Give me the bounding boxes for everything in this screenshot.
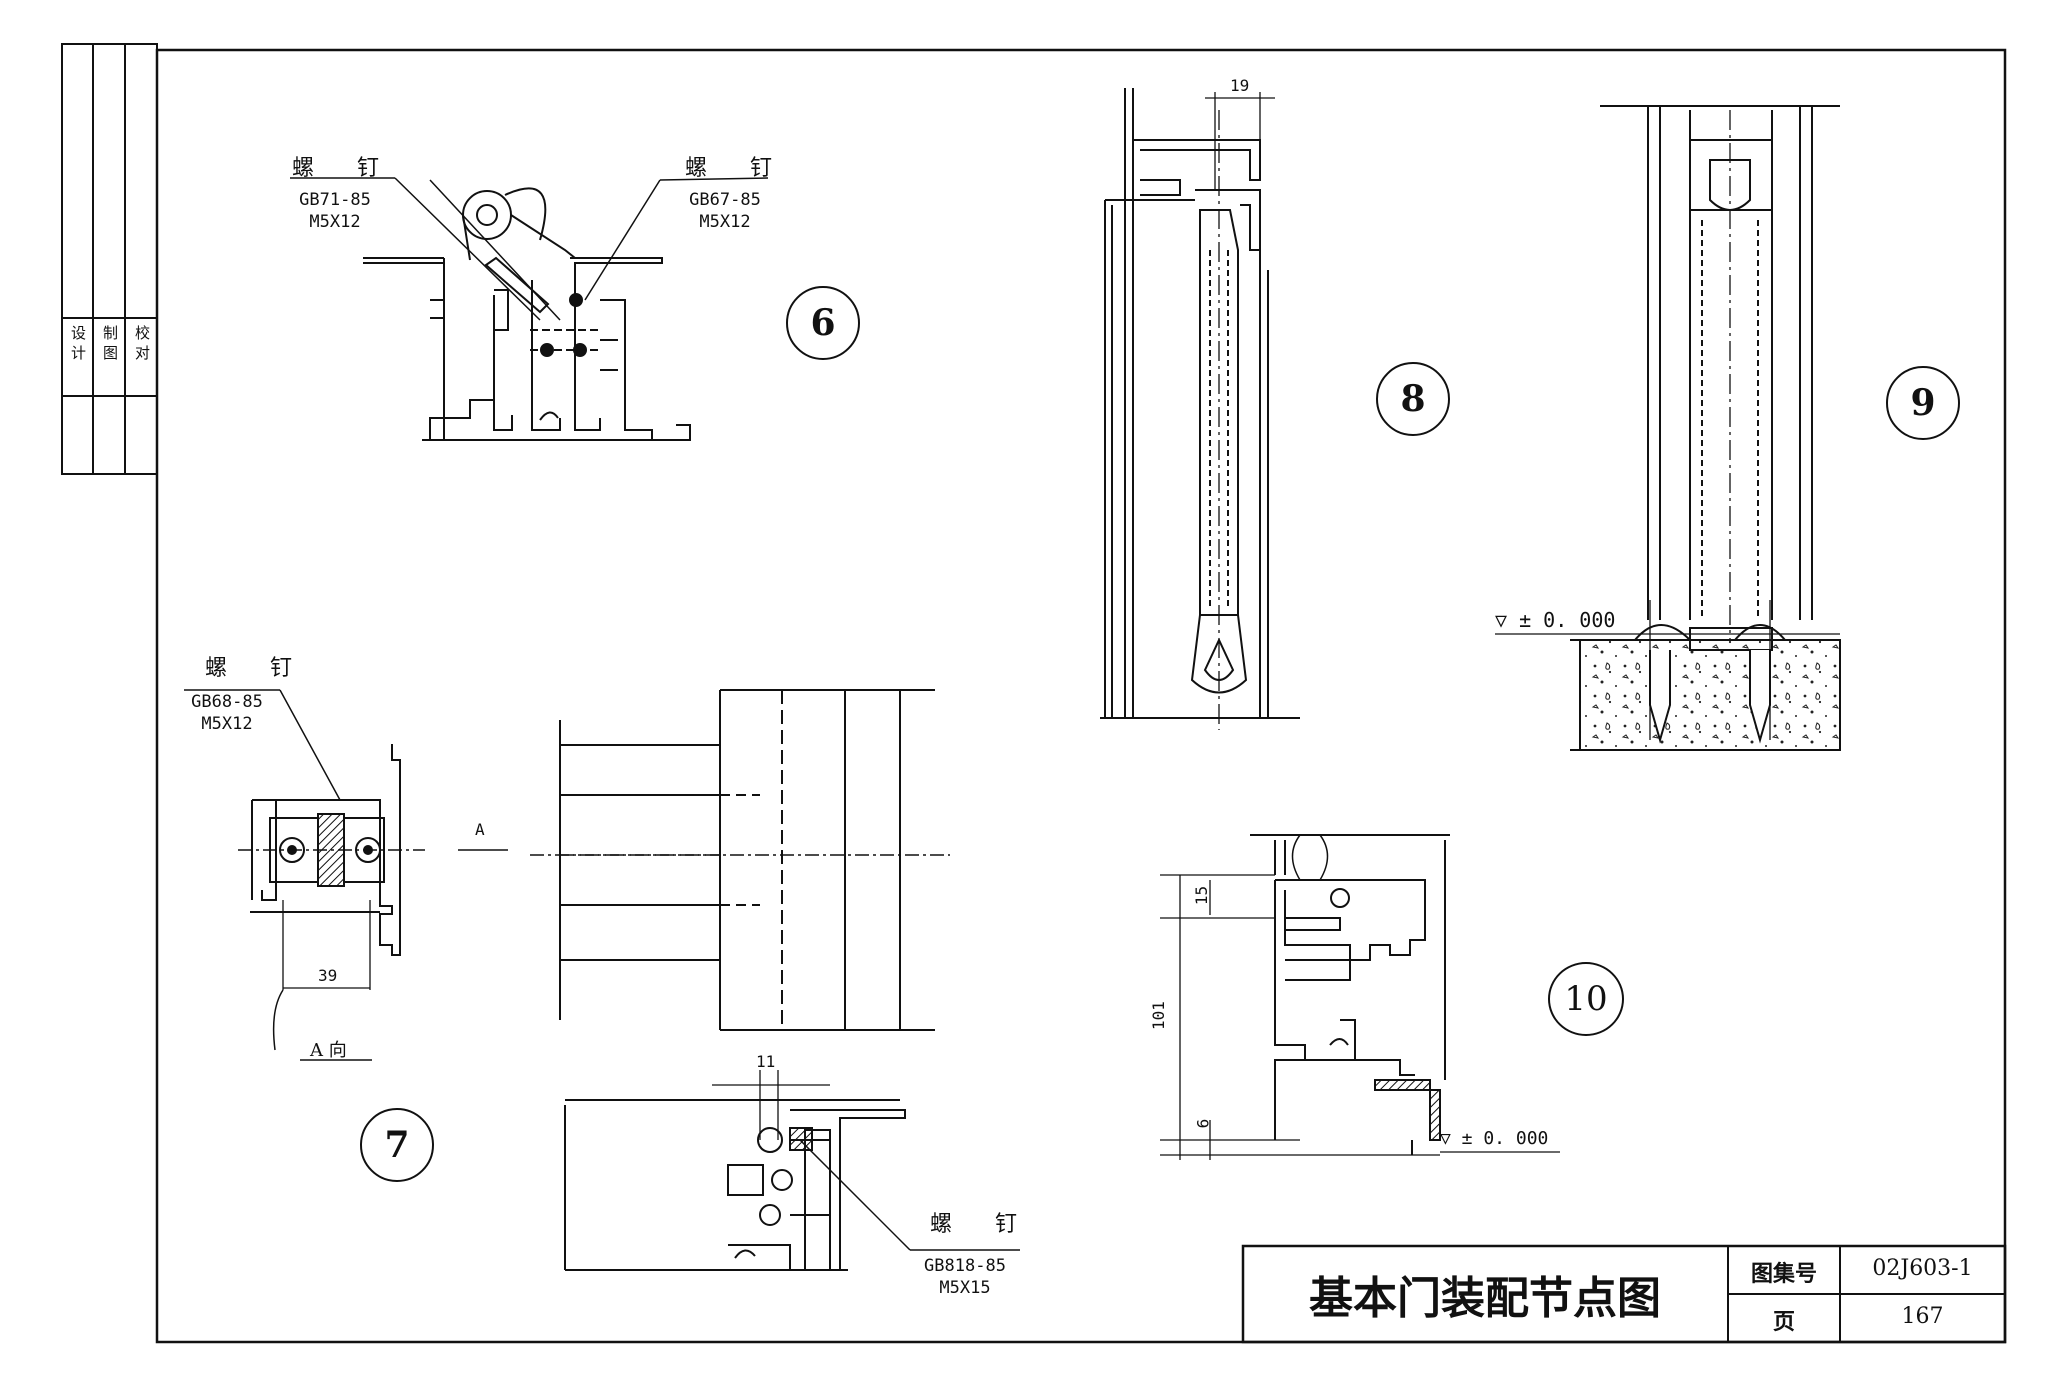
detail-6-number: 6 [786,286,860,360]
d7-screw-top-size: M5X12 [201,714,253,734]
d8-dim-top: 19 [1230,76,1250,95]
detail-9-section [1495,105,1841,751]
d6-screw-left-spec: GB71-85 [299,190,371,210]
detail-7-section [184,689,425,1061]
drawing-title: 基本门装配节点图 [1309,1273,1661,1324]
detail-9-number: 9 [1886,366,1960,440]
detail-10-number: 10 [1548,962,1624,1036]
side-row-check: 校 对 [133,325,151,360]
detail-7-elevation [458,689,950,1031]
d9-level: ▽ ± 0. 000 [1495,608,1616,632]
d10-dim-6: 6 [1193,1118,1213,1129]
detail-8-section [1100,88,1300,730]
atlas-label: 图集号 [1750,1262,1817,1287]
d6-screw-right-spec: GB67-85 [689,190,761,210]
atlas-number: 02J603-1 [1872,1256,1973,1281]
page-number: 167 [1901,1304,1944,1329]
page-label: 页 [1772,1310,1795,1335]
side-row-design: 设 计 [69,325,87,360]
d7-screw-bottom-name: 螺 钉 [930,1212,1035,1237]
d10-level: ▽ ± 0. 000 [1440,1128,1549,1149]
d10-dim-15: 15 [1192,885,1212,906]
d7-dim-width: 39 [318,966,338,985]
d7-screw-top-name: 螺 钉 [205,656,310,681]
d6-screw-right-size: M5X12 [699,212,751,232]
d10-dim-101: 101 [1148,1001,1168,1030]
d7-screw-top-spec: GB68-85 [191,692,263,712]
detail-10-section [1160,834,1560,1160]
d7-screw-bottom-size: M5X15 [939,1278,991,1298]
side-row-drawing: 制 图 [101,325,119,360]
d7-screw-bottom-spec: GB818-85 [924,1256,1006,1276]
detail-7-number: 7 [360,1108,434,1182]
d6-screw-left-name: 螺 钉 [292,156,397,181]
d7-section-marker: A [475,820,485,839]
d6-screw-right-name: 螺 钉 [685,156,790,181]
detail-6-profile [290,177,769,441]
d7-view-label: A 向 [310,1040,347,1061]
detail-8-number: 8 [1376,362,1450,436]
detail-7-bottom [564,1070,1020,1271]
side-strip [61,43,158,475]
d6-screw-left-size: M5X12 [309,212,361,232]
drawing-frame [155,48,2007,1344]
d7-dim-small: 11 [756,1052,776,1071]
